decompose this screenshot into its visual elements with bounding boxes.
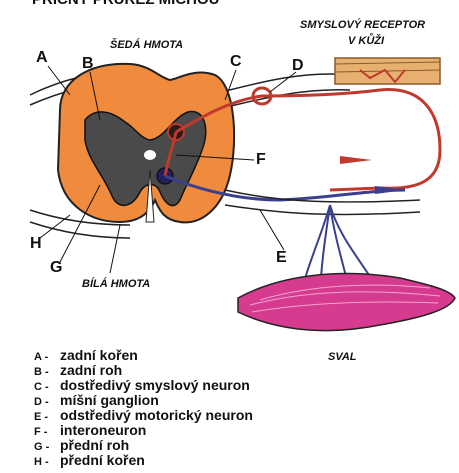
legend-item: D - míšní ganglion [34, 393, 334, 408]
label-receptor-line1: SMYSLOVÝ RECEPTOR [300, 18, 425, 31]
legend-item: E - odstředivý motorický neuron [34, 408, 334, 423]
legend-key: G - [34, 440, 60, 455]
legend-item: F - interoneuron [34, 423, 334, 438]
legend-text: dostředivý smyslový neuron [60, 378, 250, 393]
legend-item: C - dostředivý smyslový neuron [34, 378, 334, 393]
legend: A - zadní kořen B - zadní roh C - dostře… [34, 348, 334, 468]
label-receptor-line2: V KŮŽI [348, 33, 385, 47]
legend-key: E - [34, 410, 60, 425]
label-G: G [50, 259, 62, 276]
legend-key: D - [34, 395, 60, 410]
legend-key: C - [34, 380, 60, 395]
central-canal [144, 150, 156, 160]
legend-text: zadní roh [60, 363, 122, 378]
motor-nerve-outline [225, 190, 420, 214]
legend-key: B - [34, 365, 60, 380]
legend-key: F - [34, 425, 60, 440]
legend-text: přední kořen [60, 453, 145, 468]
legend-text: odstředivý motorický neuron [60, 408, 253, 423]
sensory-arrow [340, 156, 372, 164]
label-H: H [30, 235, 42, 252]
label-C: C [230, 53, 242, 70]
skin-receptor [335, 58, 440, 84]
legend-item: H - přední kořen [34, 453, 334, 468]
label-gray-matter: ŠEDÁ HMOTA [110, 38, 183, 51]
legend-text: interoneuron [60, 423, 146, 438]
legend-key: H - [34, 455, 60, 470]
legend-item: B - zadní roh [34, 363, 334, 378]
label-A: A [36, 49, 48, 66]
legend-item: G - přední roh [34, 438, 334, 453]
legend-text: míšní ganglion [60, 393, 159, 408]
legend-text: zadní kořen [60, 348, 138, 363]
label-F: F [256, 151, 266, 168]
label-E: E [276, 249, 287, 266]
diagram-title: PŘÍČNÝ PRŮŘEZ MÍCHOU [32, 0, 220, 8]
legend-text: přední roh [60, 438, 129, 453]
label-white-matter: BÍLÁ HMOTA [82, 277, 150, 290]
label-B: B [82, 55, 94, 72]
legend-key: A - [34, 350, 60, 365]
label-D: D [292, 57, 304, 74]
legend-item: A - zadní kořen [34, 348, 334, 363]
